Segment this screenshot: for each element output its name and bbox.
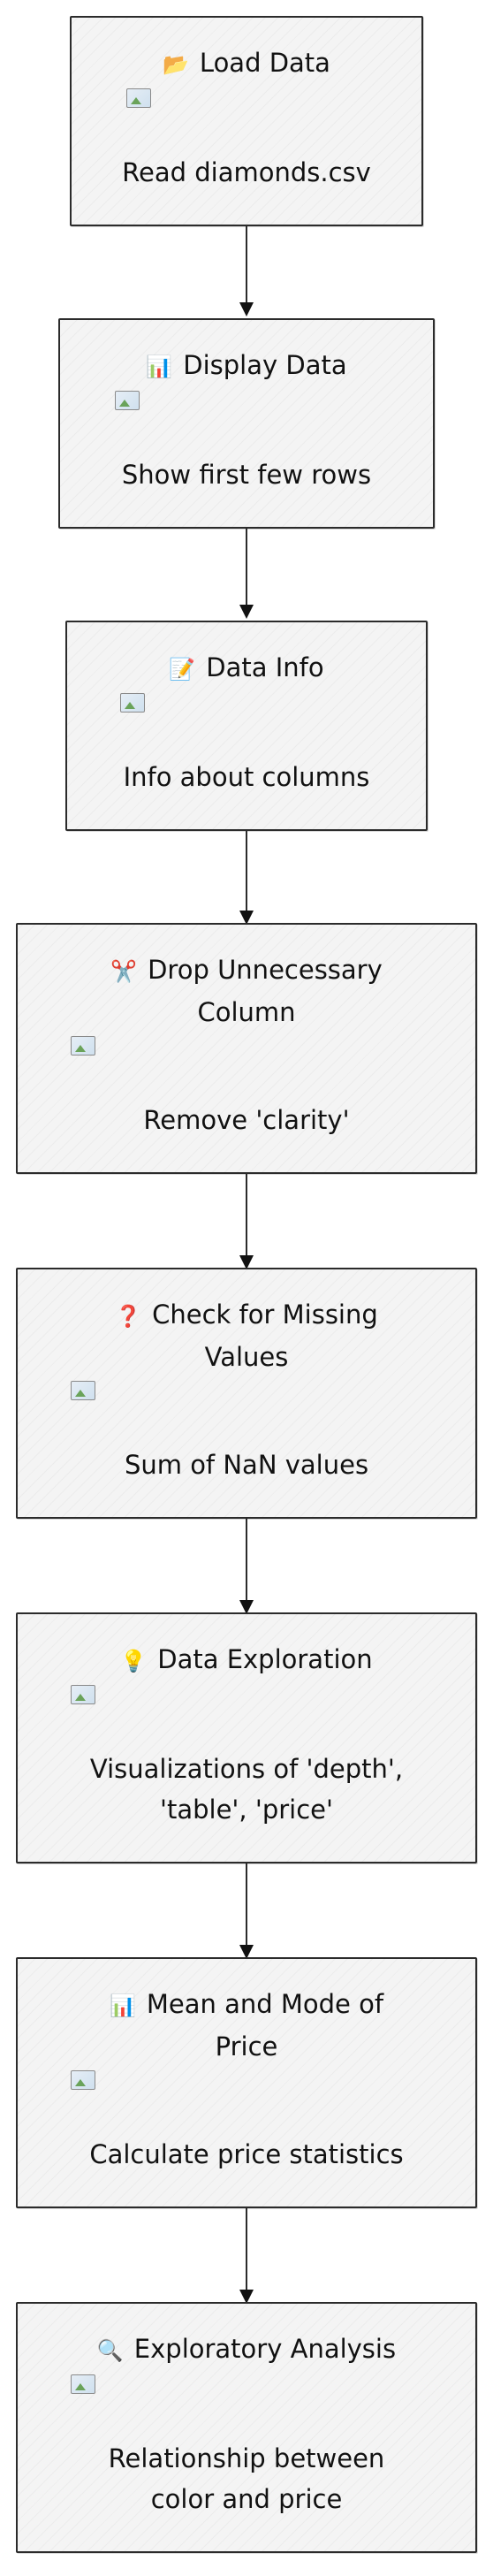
node-description: Relationship between color and price [108,2443,385,2514]
node-title: 🔍 Exploratory Analysis [32,2328,461,2371]
node-title: ✂️ Drop Unnecessary Column [71,949,422,1033]
bar-chart-icon: 📊 [146,354,173,379]
node-title-text: Check for Missing Values [152,1299,378,1372]
arrow-down-icon [239,1255,254,1269]
magnifier-icon: 🔍 [96,2338,124,2363]
bar-chart-icon: 📊 [109,1993,136,2018]
node-title: 📊 Display Data [74,345,419,387]
connector-line [246,529,247,610]
arrow-down-icon [239,2290,254,2304]
broken-image-icon [120,693,145,713]
node-title-text: Mean and Mode of Price [146,1989,384,2062]
node-title: 📊 Mean and Mode of Price [88,1984,405,2067]
node-title-text: Load Data [199,48,330,78]
node-title: ❓ Check for Missing Values [71,1294,422,1377]
connector-line [246,1174,247,1261]
node-description: Info about columns [123,762,370,792]
broken-image-icon [71,1036,95,1056]
node-title: 💡 Data Exploration [32,1639,461,1681]
broken-image-icon [71,1685,95,1704]
question-icon: ❓ [115,1304,142,1329]
node-description: Sum of NaN values [124,1450,369,1480]
node-description: Show first few rows [121,460,372,490]
arrow-down-icon [239,1945,254,1959]
node-check-missing-values: ❓ Check for Missing Values Sum of NaN val… [16,1268,477,1519]
node-description: Calculate price statistics [89,2139,404,2169]
node-title-text: Exploratory Analysis [133,2334,397,2364]
memo-icon: 📝 [169,657,196,682]
node-mean-mode-price: 📊 Mean and Mode of Price Calculate price … [16,1957,477,2208]
broken-image-icon [115,391,140,410]
node-exploratory-analysis: 🔍 Exploratory Analysis Relationship betwe… [16,2302,477,2553]
broken-image-icon [126,88,151,108]
node-description: Visualizations of 'depth', 'table', 'pri… [89,1754,404,1825]
folder-icon: 📂 [163,52,189,77]
arrow-down-icon [239,302,254,316]
connector-line [246,226,247,308]
connector-line [246,831,247,916]
node-title: 📂 Load Data [86,42,407,85]
node-drop-unnecessary-column: ✂️ Drop Unnecessary Column Remove 'clarit… [16,923,477,1174]
broken-image-icon [71,2374,95,2394]
node-title-text: Data Info [206,652,324,682]
node-title-text: Data Exploration [157,1644,373,1674]
node-title-text: Display Data [183,350,347,380]
node-description: Remove 'clarity' [143,1105,350,1135]
node-data-exploration: 💡 Data Exploration Visualizations of 'dep… [16,1612,477,1863]
connector-line [246,1519,247,1605]
node-display-data: 📊 Display Data Show first few rows [58,318,435,529]
node-data-info: 📝 Data Info Info about columns [65,621,428,831]
scissors-icon: ✂️ [110,959,138,984]
arrow-down-icon [239,1600,254,1614]
node-title: 📝 Data Info [81,647,412,690]
broken-image-icon [71,2070,95,2090]
connector-line [246,2208,247,2295]
connector-line [246,1863,247,1950]
broken-image-icon [71,1381,95,1400]
arrow-down-icon [239,911,254,925]
lightbulb-icon: 💡 [120,1649,148,1673]
node-load-data: 📂 Load Data Read diamonds.csv [70,16,423,226]
node-description: Read diamonds.csv [122,157,371,187]
node-title-text: Drop Unnecessary Column [148,955,383,1027]
arrow-down-icon [239,605,254,619]
